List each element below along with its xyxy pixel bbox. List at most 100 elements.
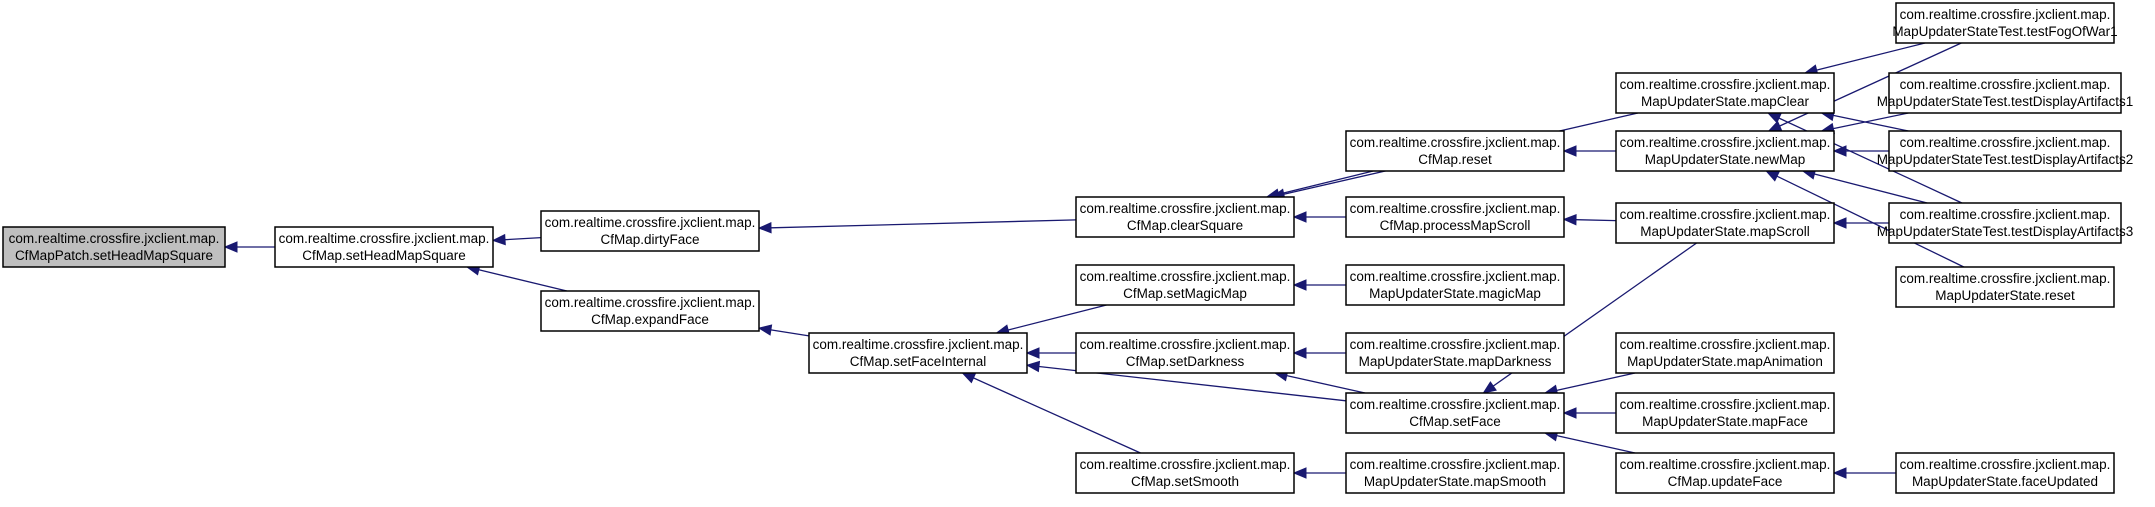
node-method-label: MapUpdaterState.faceUpdated	[1912, 474, 2098, 489]
node-box	[1895, 266, 2115, 308]
node-method-label: CfMap.dirtyFace	[600, 232, 699, 247]
node-box	[1075, 196, 1295, 238]
node-mapFace[interactable]: com.realtime.crossfire.jxclient.map. MapU…	[1615, 392, 1835, 434]
node-newMap[interactable]: com.realtime.crossfire.jxclient.map. MapU…	[1615, 130, 1835, 172]
edge-setDarkness-to-setFaceInternal	[1025, 347, 1076, 359]
node-method-label: MapUpdaterState.magicMap	[1369, 286, 1541, 301]
edge-mapScroll-to-processMapScroll	[1562, 213, 1617, 226]
edge-line	[770, 219, 1077, 229]
node-package-label: com.realtime.crossfire.jxclient.map.	[1080, 201, 1291, 216]
node-dirtyFace[interactable]: com.realtime.crossfire.jxclient.map.CfMa…	[540, 210, 760, 252]
node-testDisplayArtifacts2[interactable]: com.realtime.crossfire.jxclient.map.MapU…	[1877, 130, 2134, 172]
node-package-label: com.realtime.crossfire.jxclient.map.	[1080, 269, 1291, 284]
edge-clearSquare-to-dirtyFace	[757, 219, 1077, 234]
node-method-label: MapUpdaterState.mapDarkness	[1359, 354, 1552, 369]
node-testDisplayArtifacts1[interactable]: com.realtime.crossfire.jxclient.map.MapU…	[1877, 72, 2134, 114]
node-box	[1615, 392, 1835, 434]
node-box	[1615, 130, 1835, 172]
node-package-label: com.realtime.crossfire.jxclient.map.	[1620, 397, 1831, 412]
edge-updateFace-to-setFace	[1543, 430, 1636, 454]
node-mapDarkness[interactable]: com.realtime.crossfire.jxclient.map.MapU…	[1345, 332, 1565, 374]
arrowhead-icon	[1482, 381, 1497, 394]
edge-line	[1556, 434, 1636, 454]
node-setFace[interactable]: com.realtime.crossfire.jxclient.map. CfMa…	[1345, 392, 1565, 434]
node-package-label: com.realtime.crossfire.jxclient.map.	[1080, 337, 1291, 352]
arrowhead-icon	[757, 222, 772, 234]
edge-line	[478, 269, 568, 292]
node-package-label: com.realtime.crossfire.jxclient.map.	[1620, 207, 1831, 222]
edge-line	[1575, 219, 1617, 222]
node-root[interactable]: com.realtime.crossfire.jxclient.map.CfMa…	[2, 226, 226, 268]
node-box	[1345, 130, 1565, 172]
arrowhead-icon	[223, 241, 238, 253]
arrowhead-icon	[1766, 112, 1782, 124]
node-magicMap[interactable]: com.realtime.crossfire.jxclient.map.MapU…	[1345, 264, 1565, 306]
node-box	[1075, 332, 1295, 374]
call-nodes: com.realtime.crossfire.jxclient.map. CfMa…	[2, 2, 2134, 494]
node-updateFace[interactable]: com.realtime.crossfire.jxclient.map.CfMa…	[1615, 452, 1835, 494]
node-method-label: MapUpdaterStateTest.testDisplayArtifacts…	[1877, 152, 2134, 167]
node-package-label: com.realtime.crossfire.jxclient.map.	[1620, 337, 1831, 352]
arrowhead-icon	[1832, 217, 1847, 229]
node-testDisplayArtifacts3[interactable]: com.realtime.crossfire.jxclient.map. MapU…	[1877, 202, 2134, 244]
node-mapClear[interactable]: com.realtime.crossfire.jxclient.map.MapU…	[1615, 72, 1835, 114]
node-package-label: com.realtime.crossfire.jxclient.map.	[1350, 135, 1561, 150]
node-mapScroll[interactable]: com.realtime.crossfire.jxclient.map.MapU…	[1615, 202, 1835, 244]
node-setDarkness[interactable]: com.realtime.crossfire.jxclient.map. CfMa…	[1075, 332, 1295, 374]
node-method-label: CfMap.setMagicMap	[1123, 286, 1247, 301]
node-method-label: CfMap.setFaceInternal	[850, 354, 987, 369]
node-method-label: CfMap.setFace	[1409, 414, 1501, 429]
node-msReset[interactable]: com.realtime.crossfire.jxclient.map.MapU…	[1895, 266, 2115, 308]
node-package-label: com.realtime.crossfire.jxclient.map.	[9, 231, 220, 246]
node-mapSmooth[interactable]: com.realtime.crossfire.jxclient.map.MapU…	[1345, 452, 1565, 494]
node-setMagicMap[interactable]: com.realtime.crossfire.jxclient.map. CfMa…	[1075, 264, 1295, 306]
node-method-label: MapUpdaterState.reset	[1935, 288, 2075, 303]
node-faceUpdated[interactable]: com.realtime.crossfire.jxclient.map. MapU…	[1895, 452, 2115, 494]
edge-line	[1556, 372, 1636, 392]
node-package-label: com.realtime.crossfire.jxclient.map.	[1350, 397, 1561, 412]
node-method-label: CfMap.setDarkness	[1126, 354, 1245, 369]
node-clearSquare[interactable]: com.realtime.crossfire.jxclient.map. CfMa…	[1075, 196, 1295, 238]
node-testFogOfWar1[interactable]: com.realtime.crossfire.jxclient.map.MapU…	[1892, 2, 2118, 44]
node-setFaceInternal[interactable]: com.realtime.crossfire.jxclient.map.CfMa…	[808, 332, 1028, 374]
node-box	[274, 226, 494, 268]
node-expandFace[interactable]: com.realtime.crossfire.jxclient.map.CfMa…	[540, 290, 760, 332]
node-package-label: com.realtime.crossfire.jxclient.map.	[279, 231, 490, 246]
edge-line	[1833, 112, 1909, 130]
node-package-label: com.realtime.crossfire.jxclient.map.	[545, 295, 756, 310]
node-package-label: com.realtime.crossfire.jxclient.map.	[1350, 457, 1561, 472]
node-package-label: com.realtime.crossfire.jxclient.map.	[1620, 135, 1831, 150]
node-package-label: com.realtime.crossfire.jxclient.map.	[1620, 457, 1831, 472]
node-box	[1075, 452, 1295, 494]
node-setSmooth[interactable]: com.realtime.crossfire.jxclient.map.CfMa…	[1075, 452, 1295, 494]
node-reset[interactable]: com.realtime.crossfire.jxclient.map.CfMa…	[1345, 130, 1565, 172]
edge-processMapScroll-to-clearSquare	[1292, 211, 1346, 223]
node-method-label: MapUpdaterStateTest.testDisplayArtifacts…	[1877, 94, 2134, 109]
edge-setSmooth-to-setFaceInternal	[961, 372, 1141, 454]
node-box	[1345, 392, 1565, 434]
node-mapAnimation[interactable]: com.realtime.crossfire.jxclient.map.MapU…	[1615, 332, 1835, 374]
node-method-label: MapUpdaterState.mapFace	[1642, 414, 1808, 429]
arrowhead-icon	[757, 324, 773, 336]
node-package-label: com.realtime.crossfire.jxclient.map.	[1080, 457, 1291, 472]
arrowhead-icon	[961, 372, 977, 384]
node-box	[1888, 130, 2122, 172]
node-box	[1615, 202, 1835, 244]
node-processMapScroll[interactable]: com.realtime.crossfire.jxclient.map.CfMa…	[1345, 196, 1565, 238]
edge-setFace-to-setDarkness	[1273, 370, 1366, 394]
arrowhead-icon	[1562, 145, 1577, 157]
edge-magicMap-to-setMagicMap	[1292, 279, 1346, 291]
node-box	[540, 210, 760, 252]
node-method-label: MapUpdaterStateTest.testFogOfWar1	[1892, 24, 2117, 39]
node-box	[2, 226, 226, 268]
edge-line	[1278, 170, 1374, 195]
node-method-label: MapUpdaterStateTest.testDisplayArtifacts…	[1877, 224, 2134, 239]
node-method-label: CfMap.clearSquare	[1127, 218, 1243, 233]
arrowhead-icon	[1292, 467, 1307, 479]
node-package-label: com.realtime.crossfire.jxclient.map.	[1900, 207, 2111, 222]
edge-mapDarkness-to-setDarkness	[1292, 347, 1346, 359]
node-package-label: com.realtime.crossfire.jxclient.map.	[1900, 457, 2111, 472]
node-method-label: MapUpdaterState.newMap	[1645, 152, 1806, 167]
node-setHeadMapSquare[interactable]: com.realtime.crossfire.jxclient.map.CfMa…	[274, 226, 494, 268]
node-method-label: CfMap.processMapScroll	[1380, 218, 1531, 233]
